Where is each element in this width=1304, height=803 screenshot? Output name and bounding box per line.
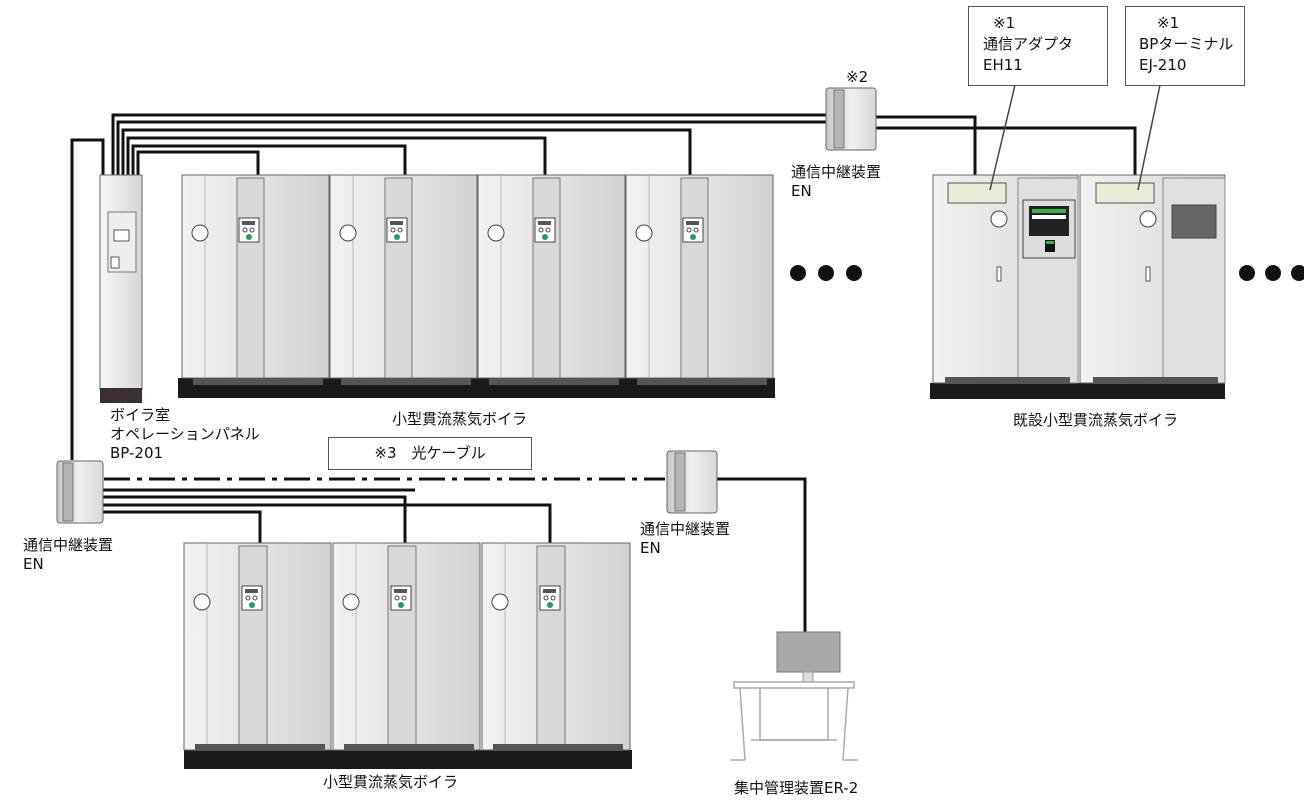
- callout-terminal-note: ※1: [1157, 14, 1180, 32]
- relay-left-title: 通信中継装置: [23, 536, 114, 554]
- callout-adapter: ※1 通信アダプタ EH11: [968, 6, 1108, 86]
- existing-boiler-unit: [1079, 174, 1226, 384]
- boiler-unit: [329, 174, 478, 385]
- operation-panel-unit: [99, 174, 143, 403]
- callout-pointers: [989, 84, 1161, 191]
- relay-unit-top: [825, 87, 877, 151]
- callout-terminal-code: EJ-210: [1139, 56, 1187, 74]
- relay-mid-code: EN: [640, 539, 661, 557]
- boiler-unit: [625, 174, 774, 385]
- boiler-unit: [181, 174, 330, 385]
- relay-unit-left: [56, 460, 104, 524]
- central-management-terminal: [730, 631, 858, 761]
- top-boiler-row: [178, 174, 775, 398]
- callout-terminal-title: BPターミナル: [1139, 35, 1234, 53]
- boiler-unit: [183, 542, 332, 751]
- relay-mid-label: 通信中継装置 EN: [640, 520, 730, 558]
- relay-left-code: EN: [23, 555, 44, 573]
- continuation-dots-right: [1239, 265, 1304, 281]
- callout-terminal: ※1 BPターミナル EJ-210: [1125, 6, 1245, 86]
- boiler-unit: [481, 542, 631, 751]
- boilers-top-label: 小型貫流蒸気ボイラ: [392, 410, 528, 428]
- boilers-bottom-label: 小型貫流蒸気ボイラ: [323, 773, 459, 791]
- callout-adapter-note: ※1: [993, 14, 1016, 32]
- relay-top-name: 通信中継装置 EN: [791, 163, 881, 201]
- bottom-boiler-row: [183, 542, 632, 769]
- relay-mid-title: 通信中継装置: [640, 520, 731, 538]
- relay-unit-mid: [666, 450, 718, 514]
- relay-top-note: ※2: [846, 68, 869, 86]
- relay-left-label: 通信中継装置 EN: [23, 536, 113, 574]
- central-manager-label: 集中管理装置ER-2: [734, 779, 859, 797]
- existing-boiler-row: [930, 174, 1226, 399]
- relay-top-code: EN: [791, 182, 812, 200]
- bottom-bus-cables: [102, 477, 807, 632]
- panel-label: ボイラ室 オペレーションパネル BP-201: [110, 406, 260, 463]
- boiler-unit: [477, 174, 626, 385]
- optical-cable-label: ※3 光ケーブル: [328, 437, 532, 470]
- callout-adapter-code: EH11: [983, 56, 1023, 74]
- panel-title: オペレーションパネル: [110, 425, 260, 443]
- callout-adapter-title: 通信アダプタ: [983, 35, 1074, 53]
- existing-boiler-unit: [932, 174, 1079, 384]
- boiler-unit: [332, 542, 481, 751]
- panel-room: ボイラ室: [110, 406, 171, 424]
- relay-top-label: ※2: [846, 66, 868, 89]
- panel-code: BP-201: [110, 444, 164, 462]
- top-bus-cables: [70, 113, 1137, 460]
- relay-top-title: 通信中継装置: [791, 163, 882, 181]
- continuation-dots-top: [790, 265, 862, 281]
- boilers-existing-label: 既設小型貫流蒸気ボイラ: [1013, 411, 1179, 429]
